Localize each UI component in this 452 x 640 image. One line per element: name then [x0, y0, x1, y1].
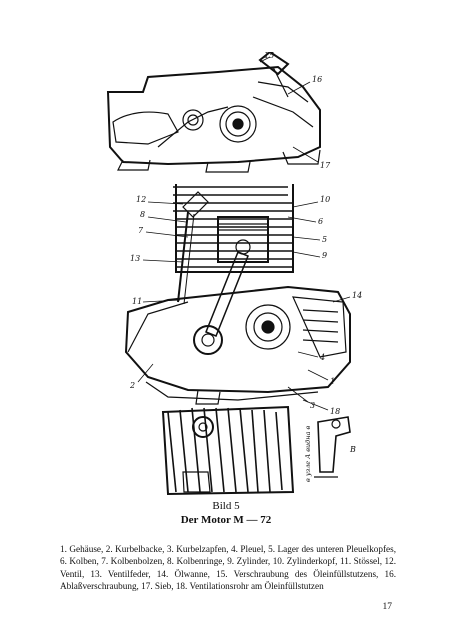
detail-view-note: в узле А видна в: [304, 425, 312, 482]
callout-B: B: [349, 445, 356, 454]
callout-12: 12: [136, 195, 146, 204]
figure-number: Bild 5: [212, 500, 240, 512]
callout-18: 18: [330, 407, 340, 416]
page-number: 17: [382, 602, 393, 612]
callout-4: 4: [319, 353, 325, 362]
callout-17: 17: [320, 161, 331, 170]
figure-legend: 1. Gehäuse, 2. Kurbelbacke, 3. Kurbelzap…: [60, 544, 396, 592]
callout-6: 6: [318, 217, 323, 226]
callout-3: 3: [310, 401, 315, 410]
callout-15: 15: [264, 52, 274, 60]
callout-7: 7: [138, 226, 144, 235]
callout-5: 5: [322, 235, 327, 244]
callout-10: 10: [320, 195, 330, 204]
engine-illustration: 15 16 17 12 8 7 13 11 2 10 6 5 9 14 4 1 …: [106, 52, 362, 496]
callout-11: 11: [132, 297, 142, 306]
callout-9: 9: [322, 251, 327, 260]
engine-drawing: 15 16 17 12 8 7 13 11 2 10 6 5 9 14 4 1 …: [88, 52, 378, 497]
callout-2: 2: [129, 381, 135, 390]
figure-title: Der Motor M — 72: [180, 514, 272, 526]
callout-13: 13: [130, 254, 140, 263]
callout-8: 8: [140, 210, 145, 219]
callout-14: 14: [352, 291, 362, 300]
callout-16: 16: [312, 75, 322, 84]
callout-1: 1: [330, 377, 335, 386]
